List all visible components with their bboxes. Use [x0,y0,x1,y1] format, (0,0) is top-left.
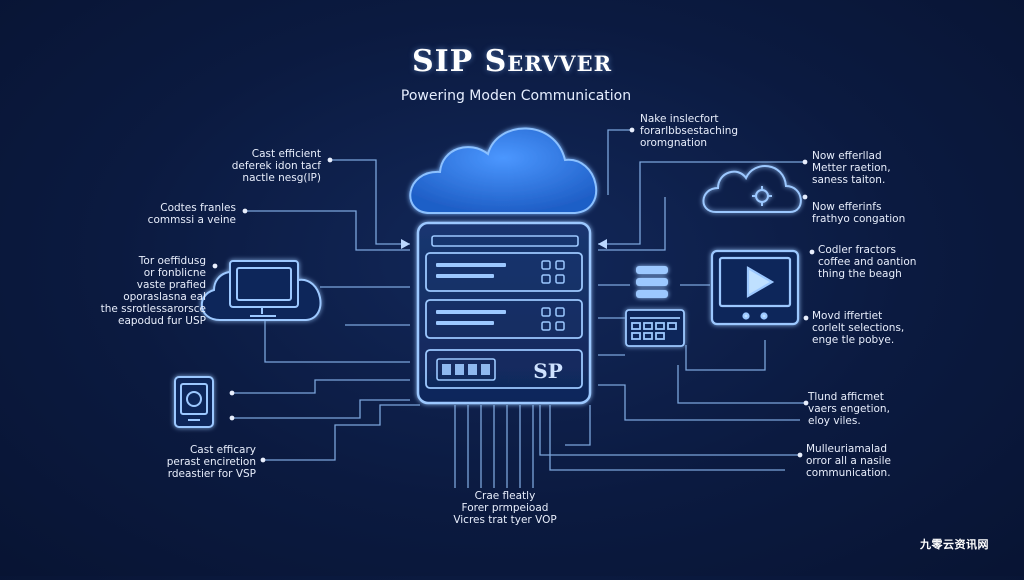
connector-right-6 [565,405,591,446]
arrow-heads [401,239,607,249]
connector-top-center [607,129,632,195]
connector-bottom-fan [454,405,534,488]
connector-right-top [598,161,805,245]
server-rack-3 [425,349,583,389]
connector-right-panel-2 [598,340,766,371]
page-subtitle: Powering Moden Communication [400,88,632,104]
connector-right-7 [539,405,800,456]
server-rack-1 [425,252,583,292]
cloud-icon [409,127,598,214]
arrow-right-in [598,239,607,249]
connector-phone-2 [232,399,410,419]
server-rack-2-lights [541,307,565,331]
connector-phone [232,379,410,394]
control-panel-icon [625,309,685,347]
connector-left-device [264,320,410,363]
connector-right-4 [677,365,806,404]
arrow-left-in [401,239,410,249]
connector-mid-left [245,210,410,251]
connector-bottom-left [265,404,420,461]
watermark: 九零云资讯网 [920,538,989,551]
connector-lines [232,129,806,488]
database-icon [636,266,668,298]
monitor-cloud-icon [200,260,322,321]
gear-cloud-icon [702,165,802,213]
page-title: SIP Servver [411,44,613,79]
phone-icon [174,376,214,428]
play-icon [746,266,775,298]
server-sip-label: SP [533,359,562,383]
connector-right-2 [598,197,666,251]
server-rack-1-lights [541,260,565,284]
server-rack-2 [425,299,583,339]
sip-server: SP [416,221,592,405]
video-monitor-icon [710,249,800,326]
connector-top-left [330,159,410,245]
endpoint-dots [212,127,815,463]
connector-right-5 [598,384,800,421]
connector-right-8 [549,405,785,471]
